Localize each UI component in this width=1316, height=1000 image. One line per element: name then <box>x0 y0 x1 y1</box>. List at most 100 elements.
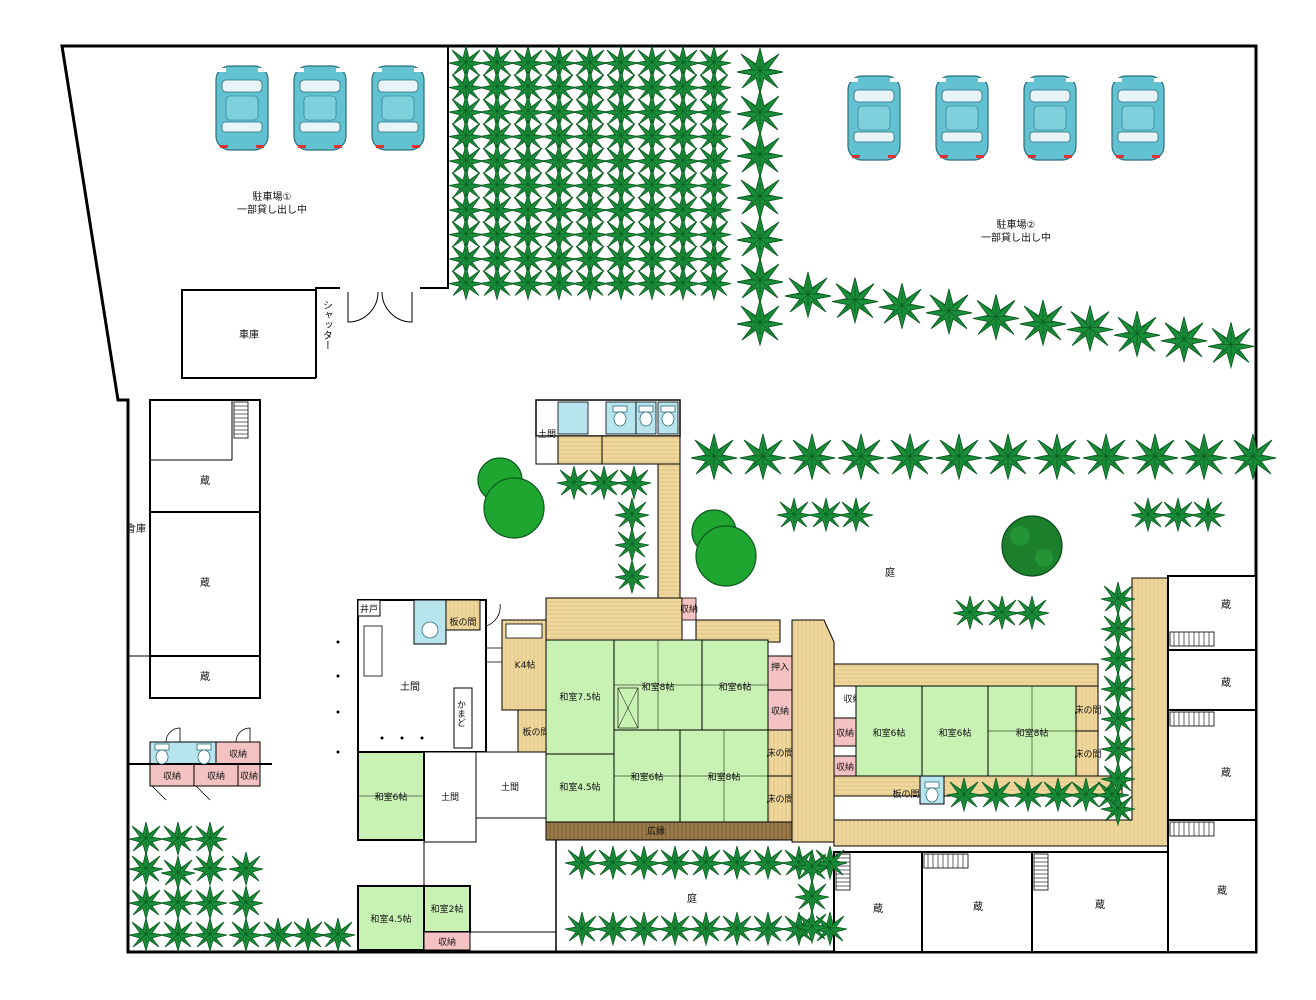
palm-plant-icon <box>831 277 879 324</box>
shuno-label: 収納 <box>771 705 789 717</box>
stairs-icon <box>1169 711 1215 727</box>
tokonoma-label: 床の間 <box>766 793 793 805</box>
palm-plant-icon <box>750 911 786 946</box>
palm-plant-icon <box>837 433 885 480</box>
washitsu-label: 和室6帖 <box>719 681 752 693</box>
palm-plant-icon <box>690 433 738 480</box>
palm-plant-icon <box>160 885 196 920</box>
washitsu-label: 和室4.5帖 <box>559 781 600 793</box>
shuno-label: 収納 <box>438 936 456 948</box>
palm-plant-icon <box>1180 433 1228 480</box>
palm-plant-icon <box>984 595 1020 630</box>
palm-plant-icon <box>595 845 631 880</box>
itanoma-label: 板の間 <box>449 616 476 628</box>
toilet-icon <box>196 743 212 765</box>
car-icon <box>847 75 901 161</box>
palm-plant-icon <box>228 885 264 920</box>
palm-plant-icon <box>736 89 784 136</box>
palm-plant-icon <box>192 917 228 952</box>
palm-plant-icon <box>626 911 662 946</box>
palm-plant-icon <box>626 845 662 880</box>
garage: 車庫 シャッター <box>181 289 333 379</box>
palm-plant-icon <box>719 911 755 946</box>
niwa-label: 庭 <box>687 892 697 905</box>
palm-plant-icon <box>1100 611 1136 646</box>
palm-plant-icon <box>696 266 732 300</box>
palm-plant-icon <box>952 595 988 630</box>
washitsu-label: 和室7.5帖 <box>559 691 600 703</box>
palm-plant-icon <box>1113 310 1161 357</box>
stairs-icon <box>1169 631 1215 647</box>
palm-plant-icon <box>614 497 650 532</box>
parking-1-label: 駐車場① <box>253 190 292 203</box>
stairs-icon <box>923 853 969 869</box>
toilet-icon <box>638 405 654 427</box>
shuno-label: 収納 <box>163 770 181 782</box>
car-icon <box>1111 75 1165 161</box>
palm-plant-icon <box>788 433 836 480</box>
palm-plant-icon <box>719 845 755 880</box>
tokonoma-label: 床の間 <box>1074 704 1101 716</box>
palm-plant-icon <box>838 497 874 532</box>
palm-plant-icon <box>776 497 812 532</box>
west-utility: 収納 収納 収納 収納 <box>128 727 272 801</box>
stairs-icon <box>1169 821 1215 837</box>
palm-plant-icon <box>736 299 784 346</box>
shuno-label: 収納 <box>229 748 247 760</box>
washitsu-label: 和室6帖 <box>873 727 906 739</box>
palm-plant-icon <box>614 527 650 562</box>
palm-plant-icon <box>736 47 784 94</box>
palm-plant-icon <box>1229 433 1277 480</box>
palm-plant-icon <box>784 271 832 318</box>
palm-plant-icon <box>634 266 670 300</box>
palm-plant-icon <box>808 497 844 532</box>
palm-plant-icon <box>1082 433 1130 480</box>
palm-plant-icon <box>1100 671 1136 706</box>
doma-label: 土間 <box>501 781 519 793</box>
shuno-label: 収納 <box>207 770 225 782</box>
hiroen-label: 広縁 <box>647 825 665 837</box>
palm-plant-icon <box>128 851 164 886</box>
palm-plant-icon <box>878 282 926 329</box>
shutter-label: シャッター <box>321 300 333 350</box>
washitsu-label: 和室8帖 <box>708 771 741 783</box>
washitsu-label: 和室6帖 <box>939 727 972 739</box>
washitsu-label: 和室8帖 <box>642 681 675 693</box>
washitsu-label: 和室6帖 <box>631 771 664 783</box>
palm-plant-icon <box>128 885 164 920</box>
palm-plant-icon <box>541 266 577 300</box>
palm-plant-icon <box>192 851 228 886</box>
palm-plant-icon <box>1207 321 1255 368</box>
palm-plant-icon <box>1066 305 1114 352</box>
palm-plant-icon <box>1100 701 1136 736</box>
palm-plant-icon <box>603 266 639 300</box>
tokonoma-label: 床の間 <box>1074 748 1101 760</box>
gate-doors <box>347 291 413 323</box>
car-icon <box>1023 75 1077 161</box>
washitsu-label: 和室2帖 <box>431 903 464 915</box>
stairs-icon <box>1033 853 1049 891</box>
doma-label: 土間 <box>400 680 420 693</box>
parking-1-note: 一部貸し出し中 <box>237 203 307 216</box>
kura-label: 蔵 <box>1217 884 1227 897</box>
garage-label: 車庫 <box>239 328 259 341</box>
palm-plant-icon <box>688 845 724 880</box>
east-wing: 収納板の間 収納 収納 和室6帖 和室6帖 和室8帖 床の間 床の間 板の間 <box>791 577 1169 847</box>
palm-plant-icon <box>614 559 650 594</box>
palm-plant-icon <box>657 911 693 946</box>
palm-plant-icon <box>320 917 356 952</box>
palm-plant-icon <box>1100 761 1136 796</box>
oshiire-label: 押入 <box>771 661 789 673</box>
car-icon <box>215 65 269 151</box>
palm-plant-icon <box>160 855 196 890</box>
palm-plant-icon <box>1190 497 1226 532</box>
shuno-label: 収納 <box>836 727 854 739</box>
main-house: 井戸 板の間 土間 かまど K4帖 板の間 収納 和室7.5帖 和室8帖 <box>336 597 794 952</box>
car-icon <box>293 65 347 151</box>
tokonoma-label: 床の間 <box>766 747 793 759</box>
palm-plant-icon <box>556 465 592 500</box>
palm-plant-icon <box>1100 731 1136 766</box>
stairs-icon <box>233 401 249 439</box>
palm-plant-icon <box>1019 299 1067 346</box>
palm-plant-icon <box>972 293 1020 340</box>
